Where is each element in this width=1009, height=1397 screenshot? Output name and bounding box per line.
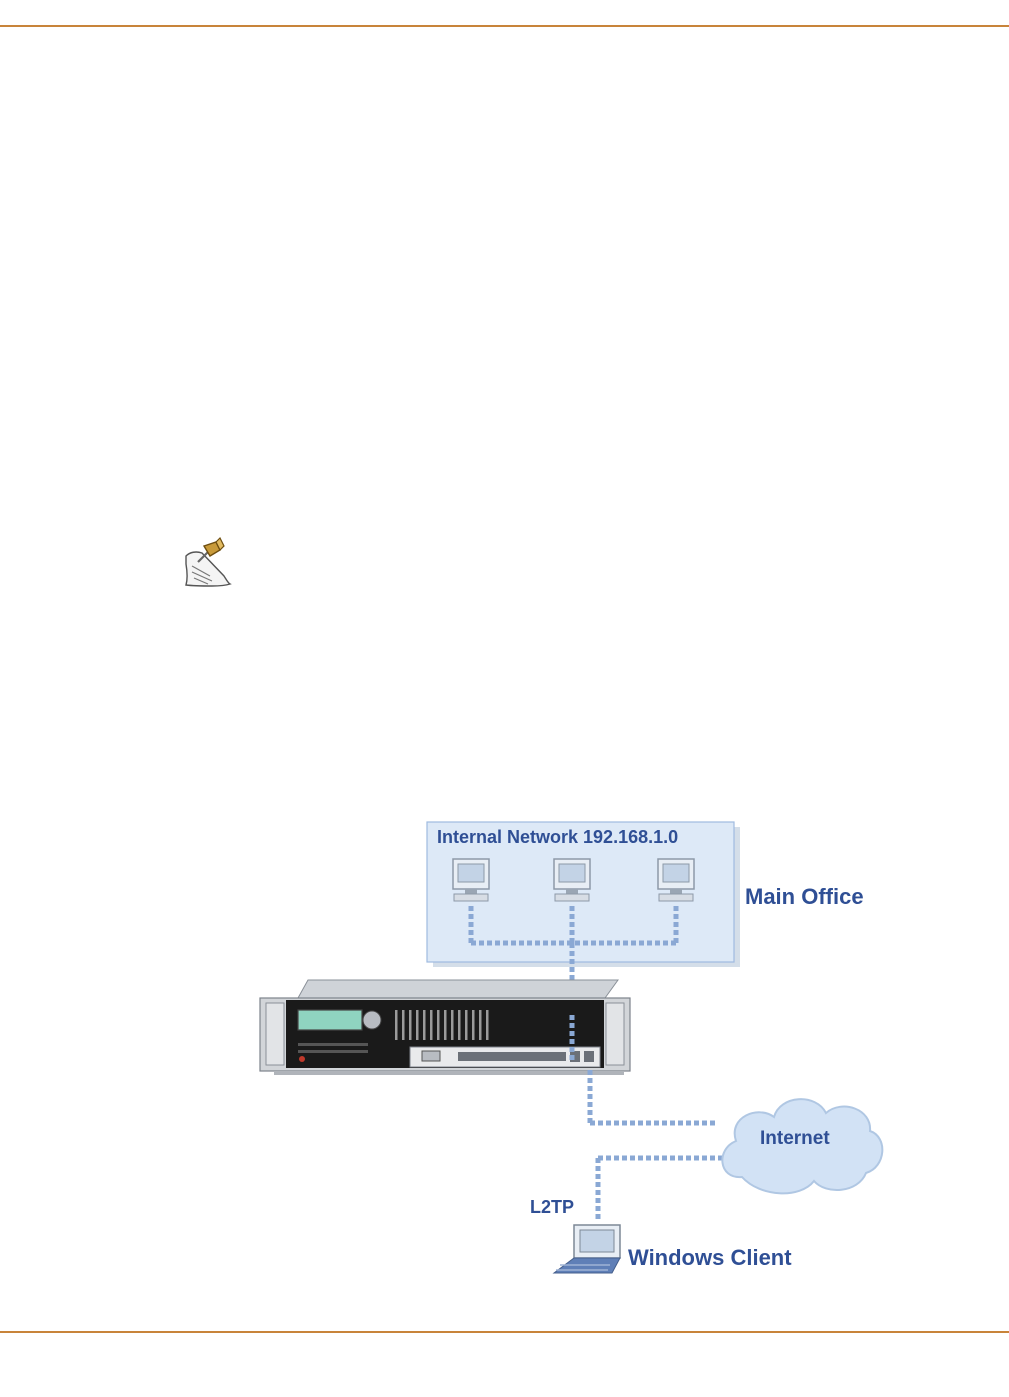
internet-label: Internet — [760, 1128, 830, 1149]
note-icon — [180, 536, 234, 590]
header-rule — [0, 25, 1009, 27]
windows-client-label: Windows Client — [628, 1245, 792, 1270]
main-office-label: Main Office — [745, 884, 864, 909]
desktop-computer-icon — [453, 859, 489, 901]
footer-rule — [0, 1331, 1009, 1333]
laptop-icon — [554, 1225, 620, 1273]
network-diagram: Internal Network 192.168.1.0 Main Office — [250, 815, 890, 1290]
desktop-computer-icon — [658, 859, 694, 901]
desktop-computer-icon — [554, 859, 590, 901]
internal-network-label: Internal Network 192.168.1.0 — [437, 827, 678, 847]
l2tp-label: L2TP — [530, 1197, 574, 1217]
